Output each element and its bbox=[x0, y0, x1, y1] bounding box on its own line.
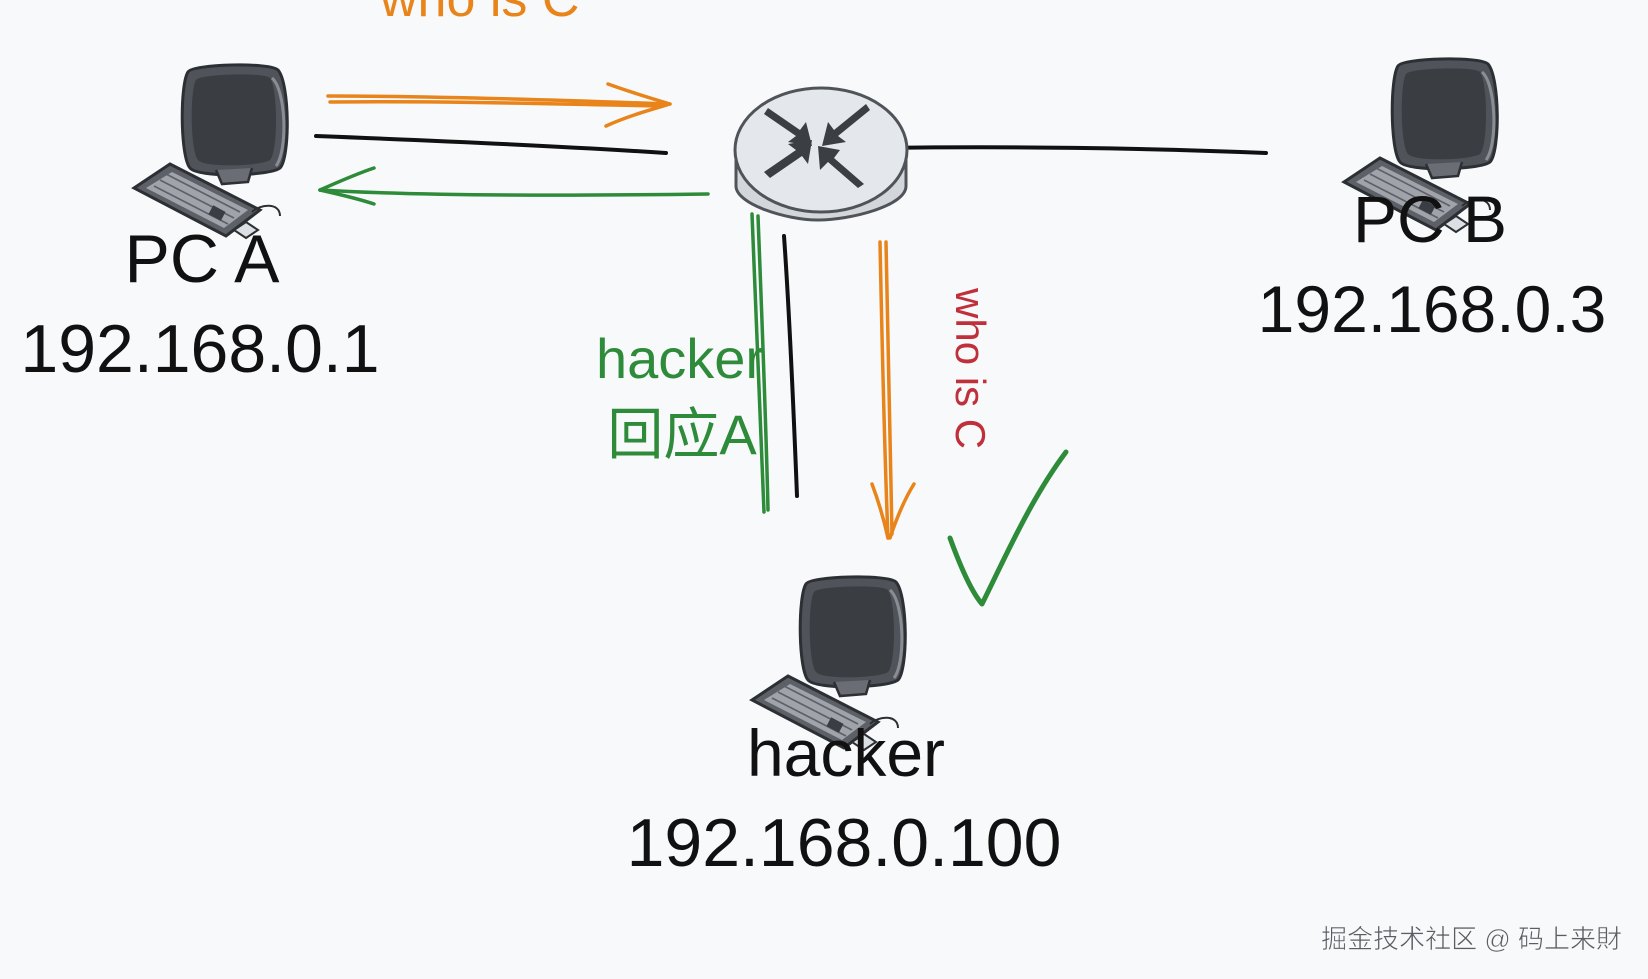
hacker-reply-label-line2: 回应A bbox=[607, 403, 757, 466]
top-who-is-label: who is C bbox=[379, 0, 579, 28]
checkmark-icon bbox=[947, 449, 1069, 607]
reply-line-hacker bbox=[750, 212, 770, 514]
hacker-ip: 192.168.0.100 bbox=[627, 805, 1062, 881]
hacker-reply-label-line1: hacker bbox=[596, 327, 764, 390]
watermark: 掘金技术社区 @ 码上来財 bbox=[1321, 924, 1622, 954]
pc-a-ip: 192.168.0.1 bbox=[20, 311, 379, 387]
link-pca-router bbox=[314, 134, 668, 155]
reply-arrow-to-pca bbox=[318, 166, 710, 206]
pc-b-ip: 192.168.0.3 bbox=[1258, 272, 1607, 346]
request-arrow-to-router bbox=[326, 82, 672, 128]
link-router-pcb bbox=[882, 145, 1268, 155]
pc-b-name: PC B bbox=[1353, 182, 1507, 256]
pc-a-name: PC A bbox=[125, 221, 281, 297]
link-router-hacker bbox=[782, 234, 799, 498]
router-icon bbox=[733, 86, 909, 222]
side-who-is-label: who is C bbox=[947, 287, 994, 449]
hacker-name: hacker bbox=[747, 716, 945, 790]
pc-a-computer-icon bbox=[132, 63, 289, 240]
request-arrow-to-hacker bbox=[870, 240, 916, 540]
